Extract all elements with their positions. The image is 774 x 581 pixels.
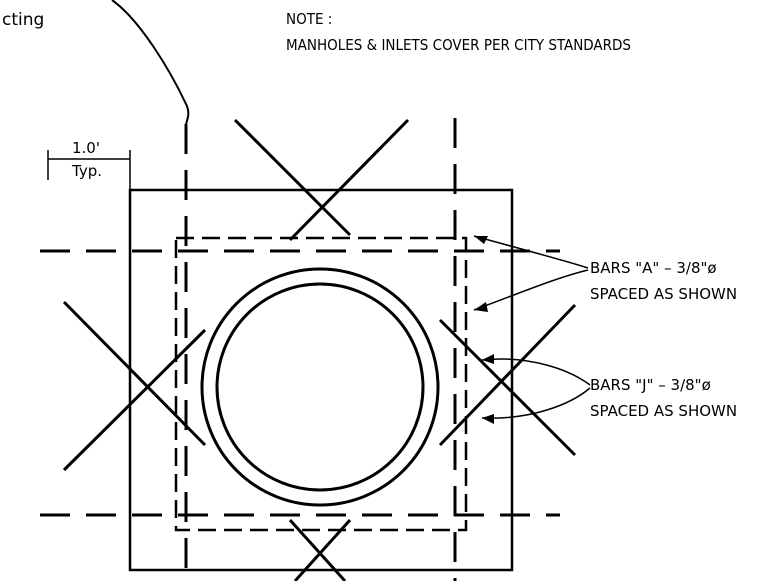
- arrowhead-j-2: [482, 414, 494, 424]
- callout-a-leader-1: [473, 235, 589, 269]
- bar-diagonal-bottom-2: [293, 518, 352, 581]
- bar-diagonal-right-2: [438, 303, 577, 447]
- callout-j-leader-2: [481, 387, 591, 419]
- manhole-inner-circle: [215, 282, 425, 492]
- callout-a-line1: BARS "A" – 3/8"ø: [590, 259, 717, 277]
- outer-slab-outline: [128, 188, 514, 572]
- note-text: MANHOLES & INLETS COVER PER CITY STANDAR…: [286, 36, 631, 54]
- dimension-sub: Typ.: [71, 162, 102, 180]
- dimension-value: 1.0': [72, 139, 100, 157]
- bar-diagonal-right-1: [438, 318, 577, 457]
- manhole-outer-circle: [200, 267, 440, 507]
- bar-diagonal-left-1: [62, 300, 207, 447]
- arrowhead-a-2: [474, 302, 488, 312]
- callout-j-leader-1: [481, 358, 591, 386]
- callout-j-line1: BARS "J" – 3/8"ø: [590, 376, 711, 394]
- callout-a-line2: SPACED AS SHOWN: [590, 285, 737, 303]
- leader-line-top: [111, 0, 190, 125]
- inner-dashed-outline: [174, 236, 468, 532]
- callout-a-leader-2: [473, 269, 589, 311]
- note-heading: NOTE :: [286, 10, 332, 28]
- callout-j-line2: SPACED AS SHOWN: [590, 402, 737, 420]
- bar-diagonal-bottom-1: [288, 518, 347, 581]
- top-left-fragment-text: cting: [2, 10, 44, 30]
- bar-diagonal-left-2: [62, 328, 207, 472]
- arrowhead-j-1: [482, 354, 494, 364]
- arrowhead-a-1: [474, 236, 488, 244]
- bar-diagonal-top-2: [288, 118, 410, 242]
- bar-diagonal-top-1: [233, 118, 352, 237]
